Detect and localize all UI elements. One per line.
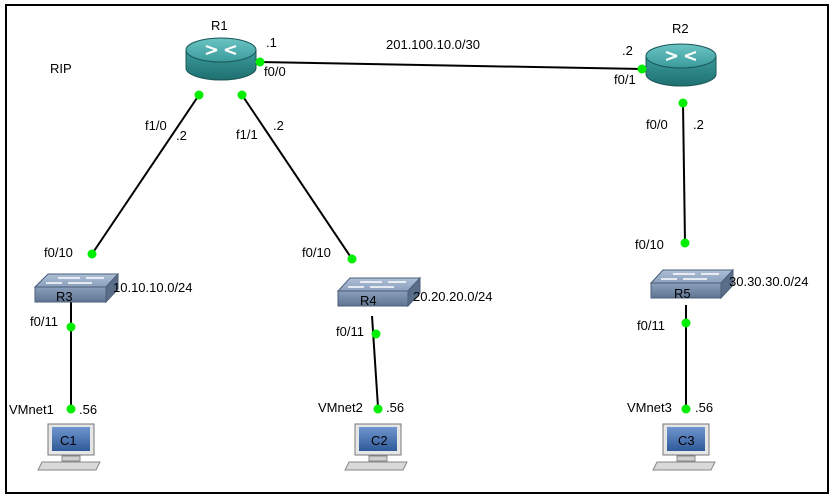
port-dot-r4-f0-11[interactable] [371,329,381,339]
r2-f0-0-address: .2 [693,117,704,132]
host-c3-adapter: VMnet3 [627,400,672,415]
host-c2-address: .56 [386,400,404,415]
r4-f0-11-port: f0/11 [336,324,364,339]
port-dot-r1-f1-0[interactable] [194,90,204,100]
port-dot-r1-f0-0[interactable] [255,57,265,67]
switch-r5-network: 30.30.30.0/24 [729,274,809,289]
r3-f0-10-port: f0/10 [44,245,73,260]
router-r1-name: R1 [211,18,228,33]
pc-screen-icon [667,427,705,451]
r1-f0-0-address: .1 [266,35,277,50]
port-dot-r3-f0-11[interactable] [66,322,76,332]
router-r2-name: R2 [672,21,689,36]
link-r2-r5[interactable] [682,102,686,244]
host-c2[interactable] [344,423,408,471]
port-dot-r1-f1-1[interactable] [237,90,247,100]
switch-r5-name: R5 [674,286,691,301]
link-r1-r2-network: 201.100.10.0/30 [386,37,480,52]
r2-f0-0-port: f0/0 [646,117,668,132]
r5-f0-10-port: f0/10 [635,237,664,252]
host-c1-name: C1 [60,433,77,448]
r1-f1-0-port: f1/0 [145,118,167,133]
port-dot-r2-f0-0[interactable] [678,98,688,108]
host-c1-adapter: VMnet1 [9,402,54,417]
port-dot-r2-f0-1[interactable] [637,64,647,74]
port-dot-r5-f0-11[interactable] [681,318,691,328]
switch-arrows-icon [46,277,104,284]
router-r2[interactable] [645,43,717,87]
host-c3-address: .56 [695,400,713,415]
r5-f0-11-port: f0/11 [637,318,665,333]
port-dot-r4-f0-10[interactable] [347,254,357,264]
r3-f0-11-port: f0/11 [30,314,58,329]
port-dot-r5-f0-10[interactable] [680,238,690,248]
switch-r4-network: 20.20.20.0/24 [413,289,493,304]
port-dot-c3[interactable] [681,404,691,414]
switch-r4[interactable] [336,276,422,308]
router-arrows-icon [205,45,237,55]
port-dot-r3-f0-10[interactable] [87,249,97,259]
r2-f0-1-address: .2 [622,43,633,58]
switch-r3[interactable] [33,272,120,304]
host-c3[interactable] [652,423,716,471]
link-r1-r4[interactable] [241,94,353,260]
diagram-frame [5,4,829,494]
r1-f1-1-address: .2 [273,118,284,133]
r4-f0-10-port: f0/10 [302,245,331,260]
r2-f0-1-port: f0/1 [614,72,636,87]
port-dot-c1[interactable] [66,404,76,414]
router-arrows-icon [665,51,697,61]
r1-f1-0-address: .2 [176,128,187,143]
host-c2-adapter: VMnet2 [318,400,363,415]
host-c1-address: .56 [79,402,97,417]
switch-r4-name: R4 [360,293,377,308]
switch-arrows-icon [348,281,406,288]
pc-screen-icon [52,427,90,451]
link-r1-r2[interactable] [259,61,643,70]
switch-r3-network: 10.10.10.0/24 [113,280,193,295]
host-c3-name: C3 [678,433,695,448]
link-r1-r3[interactable] [91,94,200,255]
host-c2-name: C2 [371,433,388,448]
switch-r5[interactable] [649,268,735,300]
pc-screen-icon [359,427,397,451]
router-r1[interactable] [185,37,257,81]
r1-f1-1-port: f1/1 [236,127,258,142]
port-dot-c2[interactable] [373,404,383,414]
switch-r3-name: R3 [56,289,73,304]
host-c1[interactable] [37,423,101,471]
r1-f0-0-port: f0/0 [264,64,286,79]
switch-arrows-icon [661,273,719,280]
protocol-label: RIP [50,61,72,76]
